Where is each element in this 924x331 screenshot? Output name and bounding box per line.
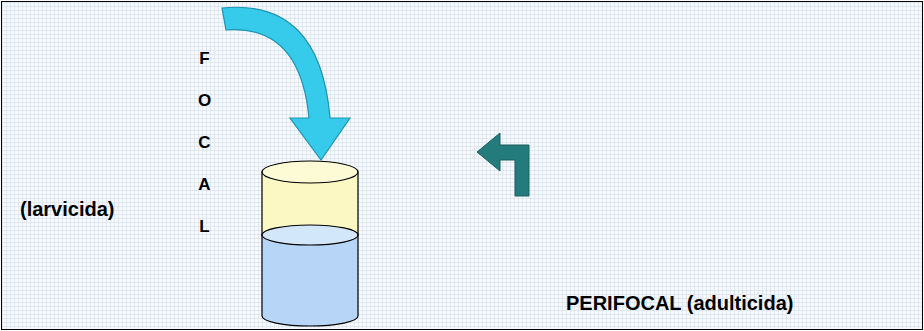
method-label: PERIFOCAL (adulticida)	[566, 292, 793, 315]
focal-arrow	[222, 7, 350, 160]
container-top	[262, 161, 358, 183]
water-surface	[262, 225, 358, 245]
vertical-label: FOCAL	[196, 38, 213, 248]
container-lower	[262, 235, 358, 326]
perifocal-arrow	[477, 133, 529, 196]
method-label: (larvicida)	[20, 198, 114, 221]
